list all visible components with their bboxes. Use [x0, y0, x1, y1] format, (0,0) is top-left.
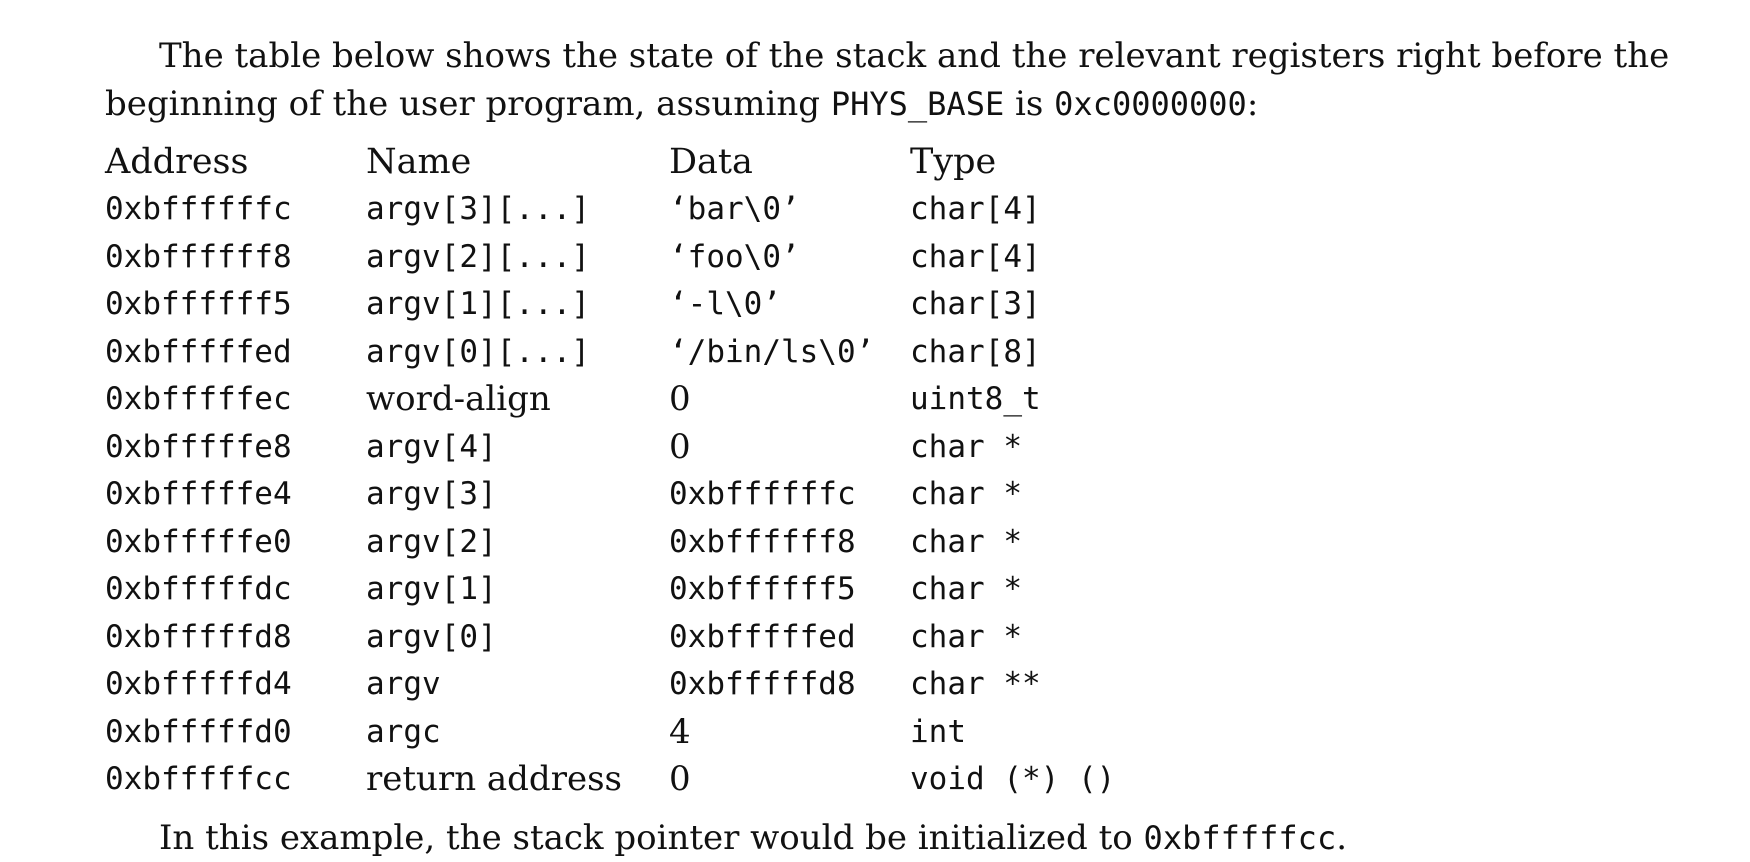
header-address: Address: [105, 141, 249, 182]
cell-data: 0xbfffffd8: [669, 666, 856, 703]
cell-address: 0xbffffff5: [105, 286, 292, 323]
table-row: 0xbfffffe4 argv[3] 0xbffffffc char *: [105, 471, 1160, 519]
cell-data: ‘/bin/ls\0’: [669, 333, 875, 370]
cell-data: 4: [669, 711, 691, 752]
phys-base-label: PHYS_BASE: [830, 85, 1005, 123]
header-name: Name: [366, 141, 472, 182]
cell-address: 0xbfffffec: [105, 381, 292, 418]
stack-pointer-value: 0xbfffffcc: [1143, 819, 1337, 857]
cell-address: 0xbfffffdc: [105, 571, 292, 608]
cell-name: argv[3][...]: [366, 191, 590, 228]
cell-name: argv[2]: [366, 523, 497, 560]
cell-data: ‘-l\0’: [669, 286, 781, 323]
cell-data: 0xbffffff8: [669, 523, 856, 560]
cell-type: char **: [910, 666, 1041, 703]
cell-address: 0xbfffffd0: [105, 713, 292, 750]
cell-address: 0xbffffffc: [105, 191, 292, 228]
table-row: 0xbfffffd0 argc 4 int: [105, 708, 1160, 756]
cell-data: 0: [669, 379, 691, 420]
cell-name: argv[1][...]: [366, 286, 590, 323]
header-type: Type: [910, 141, 997, 182]
phys-base-value: 0xc0000000: [1054, 85, 1247, 123]
table-row: 0xbfffffcc return address 0 void (*) (): [105, 756, 1160, 804]
cell-name: return address: [366, 759, 622, 800]
cell-type: int: [910, 713, 966, 750]
cell-address: 0xbfffffe0: [105, 523, 292, 560]
cell-type: char *: [910, 523, 1022, 560]
cell-name: argv[4]: [366, 428, 497, 465]
cell-type: char *: [910, 476, 1022, 513]
intro-line-2-suffix: :: [1246, 84, 1259, 124]
header-data: Data: [669, 141, 753, 182]
table-row: 0xbfffffd8 argv[0] 0xbfffffed char *: [105, 613, 1160, 661]
cell-type: char *: [910, 618, 1022, 655]
cell-data: 0xbfffffed: [669, 618, 856, 655]
table-row: 0xbffffff5 argv[1][...] ‘-l\0’ char[3]: [105, 281, 1160, 329]
cell-name: argc: [366, 713, 441, 750]
cell-type: char[4]: [910, 191, 1041, 228]
cell-type: char[4]: [910, 238, 1041, 275]
cell-type: char *: [910, 571, 1022, 608]
outro-paragraph: In this example, the stack pointer would…: [159, 814, 1347, 862]
intro-line-2: beginning of the user program, assuming …: [105, 80, 1645, 128]
intro-line-2-prefix: beginning of the user program, assuming: [105, 84, 831, 124]
cell-type: char[3]: [910, 286, 1041, 323]
table-header-row: Address Name Data Type: [105, 138, 1160, 186]
table-row: 0xbfffffdc argv[1] 0xbffffff5 char *: [105, 566, 1160, 614]
cell-type: char *: [910, 428, 1022, 465]
cell-type: uint8_t: [910, 381, 1041, 418]
table-row: 0xbfffffe8 argv[4] 0 char *: [105, 423, 1160, 471]
cell-name: argv[2][...]: [366, 238, 590, 275]
cell-address: 0xbfffffe8: [105, 428, 292, 465]
table-row: 0xbffffff8 argv[2][...] ‘foo\0’ char[4]: [105, 233, 1160, 281]
cell-address: 0xbffffff8: [105, 238, 292, 275]
cell-data: 0: [669, 759, 691, 800]
table-row: 0xbfffffed argv[0][...] ‘/bin/ls\0’ char[8]: [105, 328, 1160, 376]
cell-address: 0xbfffffcc: [105, 761, 292, 798]
cell-name: argv[0][...]: [366, 333, 590, 370]
table-row: 0xbfffffe0 argv[2] 0xbffffff8 char *: [105, 518, 1160, 566]
cell-name: argv: [366, 666, 441, 703]
cell-name: argv[3]: [366, 476, 497, 513]
cell-data: 0xbffffff5: [669, 571, 856, 608]
cell-data: 0xbffffffc: [669, 476, 856, 513]
cell-address: 0xbfffffed: [105, 333, 292, 370]
cell-address: 0xbfffffd4: [105, 666, 292, 703]
intro-paragraph: The table below shows the state of the s…: [105, 32, 1670, 128]
cell-data: 0: [669, 426, 691, 467]
table-row: 0xbfffffec word-align 0 uint8_t: [105, 376, 1160, 424]
cell-data: ‘foo\0’: [669, 238, 800, 275]
intro-line-2-mid: is: [1004, 84, 1055, 124]
cell-address: 0xbfffffe4: [105, 476, 292, 513]
stack-table: Address Name Data Type 0xbffffffc argv[3]…: [105, 138, 1160, 803]
cell-type: char[8]: [910, 333, 1041, 370]
cell-name: argv[1]: [366, 571, 497, 608]
cell-address: 0xbfffffd8: [105, 618, 292, 655]
intro-line-1: The table below shows the state of the s…: [159, 36, 1670, 76]
cell-name: argv[0]: [366, 618, 497, 655]
outro-prefix: In this example, the stack pointer would…: [159, 818, 1144, 858]
cell-data: ‘bar\0’: [669, 191, 800, 228]
cell-type: void (*) (): [910, 761, 1116, 798]
cell-name: word-align: [366, 379, 551, 420]
outro-suffix: .: [1336, 818, 1348, 858]
table-row: 0xbfffffd4 argv 0xbfffffd8 char **: [105, 661, 1160, 709]
table-row: 0xbffffffc argv[3][...] ‘bar\0’ char[4]: [105, 186, 1160, 234]
